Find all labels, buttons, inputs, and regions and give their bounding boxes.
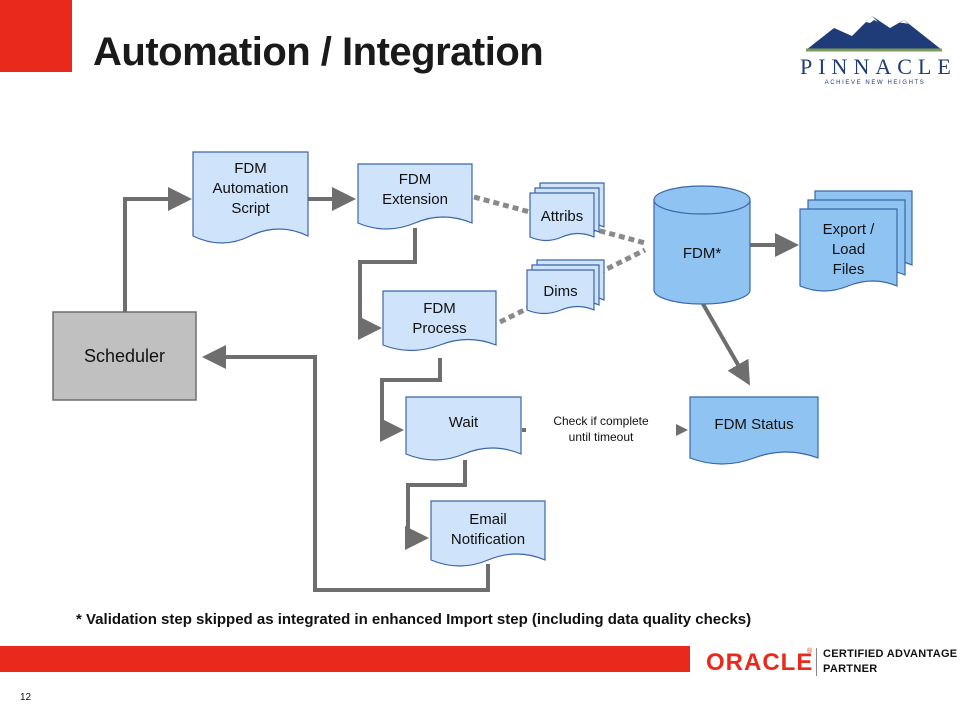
export-files-label: Export / Load Files [822,221,875,278]
fdm-status-doc [689,396,819,465]
connector-extension-to-process [358,228,417,340]
attribs-label: Attribs [540,208,584,225]
logo-wordmark: PINNACLE [800,54,957,79]
process-doc [382,290,497,352]
slide-title: Automation / Integration [93,30,544,74]
connector-email-to-scheduler [202,345,490,592]
process-label: FDM Process [412,300,467,337]
connector-scheduler-to-script [123,187,192,312]
export-files-stack [799,190,913,292]
oracle-partner-badge: ORACLE ® CERTIFIED ADVANTAGE PARTNER [690,644,960,680]
partner-line-2: PARTNER [823,663,878,675]
connector-db-to-status [701,303,750,386]
automation-script-label: FDM Automation Script [212,160,289,217]
check-complete-label: Check if complete until timeout [526,413,676,445]
title-accent-square [0,0,72,72]
registered-mark-icon: ® [807,648,813,655]
logo-tagline: ACHIEVE NEW HEIGHTS [824,80,926,86]
dims-stack [526,259,605,315]
footnote: * Validation step skipped as integrated … [76,611,752,628]
pinnacle-logo: PINNACLE ACHIEVE NEW HEIGHTS [800,6,957,88]
automation-script-doc [192,151,309,244]
mountain-icon [806,16,942,52]
scheduler-label: Scheduler [83,346,166,366]
dims-label: Dims [543,283,578,300]
extension-doc [357,163,473,230]
fdm-status-label: FDM Status [714,416,794,433]
scheduler-box [52,311,197,401]
fdm-database-label: FDM* [682,245,722,262]
attribs-stack [529,182,605,242]
wait-label: Wait [448,414,479,431]
email-label: Email Notification [450,511,526,548]
partner-line-1: CERTIFIED ADVANTAGE [823,648,958,660]
page-number: 12 [20,692,32,703]
wait-doc [405,396,522,461]
oracle-wordmark: ORACLE [706,649,814,676]
badge-divider [816,648,817,676]
fdm-database-cylinder [653,185,751,305]
connector-process-to-wait [380,358,442,442]
email-doc [430,500,546,567]
extension-label: FDM Extension [382,171,448,208]
connector-wait-to-email [405,460,467,550]
